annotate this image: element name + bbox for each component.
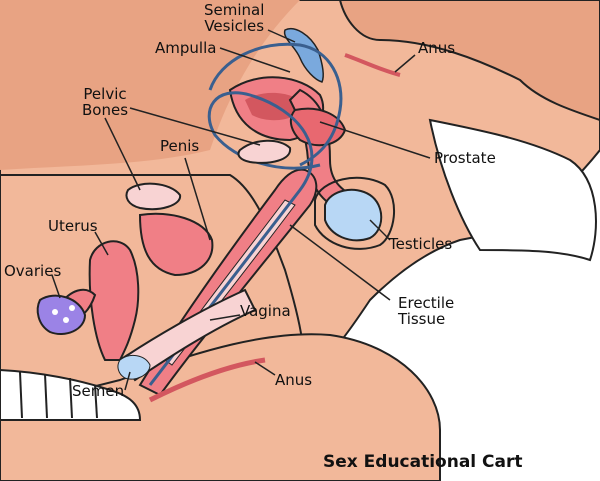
label-pelvic-bones: Pelvic Bones: [82, 85, 129, 119]
leader-testicles: [369, 219, 391, 241]
ovary-follicle-2: [63, 317, 69, 323]
label-ampulla: Ampulla: [155, 39, 217, 57]
label-uterus: Uterus: [48, 217, 98, 235]
label-erectile-tissue: Erectile Tissue: [398, 294, 455, 328]
label-vagina: Vagina: [240, 302, 291, 320]
leader-ampulla: [219, 47, 291, 73]
label-testicles: Testicles: [389, 235, 453, 253]
vas-deferens-loop: [208, 42, 343, 167]
scrotum: [314, 176, 396, 250]
female-bladder: [138, 212, 214, 277]
uterus-organ: [88, 240, 140, 361]
leader-seminal-vesicles: [267, 29, 296, 43]
urethra-tube: [148, 91, 321, 386]
label-semen: Semen: [72, 382, 125, 400]
vertebra-line-4: [94, 384, 98, 419]
leader-lines: [51, 29, 431, 391]
anus-female: [148, 357, 266, 403]
vertebra-line-3: [69, 377, 73, 419]
leader-ovaries: [51, 274, 61, 299]
white-thigh-area: [428, 118, 597, 262]
anus-male: [344, 53, 401, 77]
caption-title: Sex Educational Cart: [323, 452, 523, 472]
leader-anus-bottom: [254, 361, 276, 376]
testicle: [324, 188, 383, 242]
leader-vagina: [209, 314, 241, 321]
leader-prostate: [319, 121, 431, 159]
semen-pool: [117, 354, 151, 380]
leader-pelvic-bones-1: [104, 117, 141, 191]
vertebra-line-1: [19, 371, 23, 419]
ovary-follicle-3: [69, 305, 75, 311]
label-seminal-vesicles: Seminal Vesicles: [204, 1, 265, 35]
label-ovaries: Ovaries: [4, 262, 62, 280]
pelvic-bone-female: [125, 182, 182, 211]
leader-erectile-tissue: [289, 224, 391, 301]
leader-semen: [124, 371, 131, 391]
label-penis: Penis: [160, 137, 200, 155]
buttock-shape: [338, 0, 600, 122]
label-anus-bottom: Anus: [275, 371, 313, 389]
female-organs: [36, 182, 266, 403]
leader-penis: [184, 157, 211, 241]
label-anus-top: Anus: [418, 39, 456, 57]
leader-uterus: [94, 231, 109, 256]
pelvic-bone-male: [237, 139, 292, 164]
leader-pelvic-bones-2: [129, 107, 261, 146]
leader-anus-top: [394, 54, 416, 73]
male-abdomen-shade: [0, 0, 300, 170]
vaginal-canal: [118, 288, 257, 382]
spine: [0, 368, 142, 421]
vertebra-line-2: [44, 373, 48, 419]
ovary-follicle-1: [52, 309, 58, 315]
female-lower-skin: [0, 333, 441, 481]
label-prostate: Prostate: [434, 149, 496, 167]
